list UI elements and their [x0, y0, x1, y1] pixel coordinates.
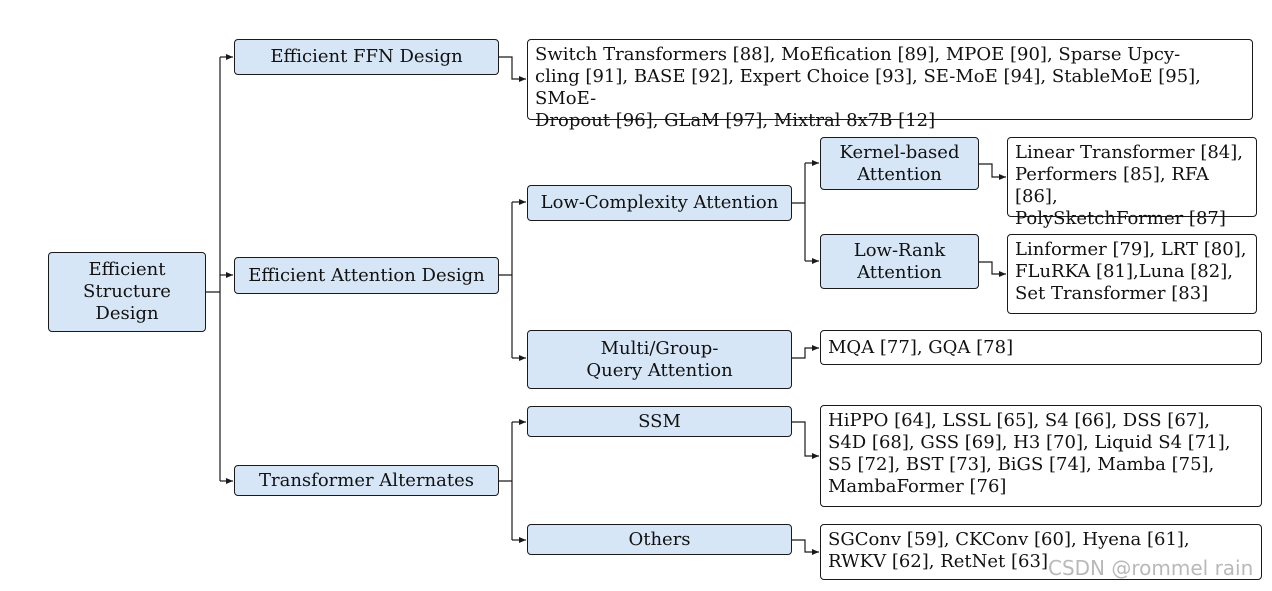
leaf-ssm-methods: HiPPO [64], LSSL [65], S4 [66], DSS [67]… [820, 405, 1262, 507]
category-alternates: Transformer Alternates [234, 465, 499, 496]
edge-ffn-to-leaf [499, 56, 526, 82]
edge-low-rank-to-leaf [979, 261, 1006, 277]
subcategory-multi-group: Multi/Group- Query Attention [527, 330, 792, 389]
edge-attention-trunk [499, 202, 513, 358]
subcategory-others: Others [527, 524, 792, 555]
edge-others-to-leaf [792, 539, 819, 555]
root-node: Efficient Structure Design [48, 252, 206, 332]
edge-multi-group-to-leaf [792, 345, 819, 359]
edge-kernel-to-leaf [979, 163, 1006, 180]
leaf-kernel-based-methods: Linear Transformer [84], Performers [85]… [1007, 137, 1257, 229]
edge-low-complexity-trunk [792, 163, 806, 261]
edge-root-trunk [206, 57, 221, 481]
edge-alternates-trunk [499, 422, 513, 540]
subcategory-kernel-based: Kernel-based Attention [820, 137, 979, 190]
edge-ssm-to-leaf [792, 421, 819, 459]
leaf-others-methods: SGConv [59], CKConv [60], Hyena [61], RW… [820, 524, 1262, 580]
watermark-text: CSDN @rommel rain [1048, 556, 1254, 580]
subcategory-low-rank: Low-Rank Attention [820, 234, 979, 289]
category-ffn: Efficient FFN Design [234, 39, 499, 75]
leaf-multi-group-methods: MQA [77], GQA [78] [820, 330, 1262, 365]
subcategory-low-complexity: Low-Complexity Attention [527, 185, 792, 221]
subcategory-ssm: SSM [527, 406, 792, 437]
category-attention: Efficient Attention Design [234, 257, 499, 294]
leaf-low-rank-methods: Linformer [79], LRT [80], FLuRKA [81],Lu… [1007, 234, 1257, 314]
leaf-ffn-methods: Switch Transformers [88], MoEfication [8… [527, 39, 1253, 131]
